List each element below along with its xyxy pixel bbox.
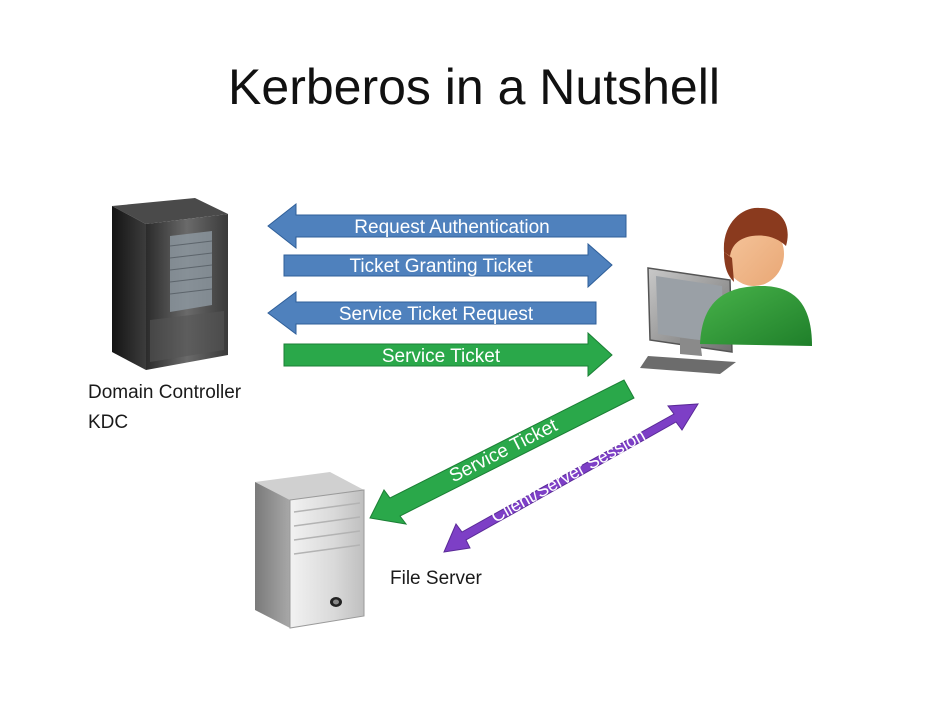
file-server-label: File Server	[390, 568, 482, 589]
domain-controller-label: Domain Controller	[88, 382, 242, 403]
server-tower-icon	[112, 198, 228, 370]
service-ticket-label: Service Ticket	[382, 346, 501, 367]
ticket-granting-ticket-arrow: Ticket Granting Ticket	[283, 242, 613, 289]
service-ticket-request-arrow: Service Ticket Request	[267, 291, 597, 335]
ticket-granting-ticket-label: Ticket Granting Ticket	[349, 256, 533, 277]
service-ticket-request-label: Service Ticket Request	[339, 304, 534, 325]
slide-title: Kerberos in a Nutshell	[228, 59, 720, 115]
request-authentication-arrow: Request Authentication	[267, 202, 627, 250]
service-ticket-arrow: Service Ticket	[283, 331, 613, 378]
kdc-label: KDC	[88, 412, 129, 433]
request-authentication-label: Request Authentication	[354, 217, 549, 238]
service-ticket-to-server-label: Service Ticket	[446, 415, 562, 487]
user-at-computer-icon	[640, 207, 812, 374]
file-server-icon	[255, 472, 365, 629]
